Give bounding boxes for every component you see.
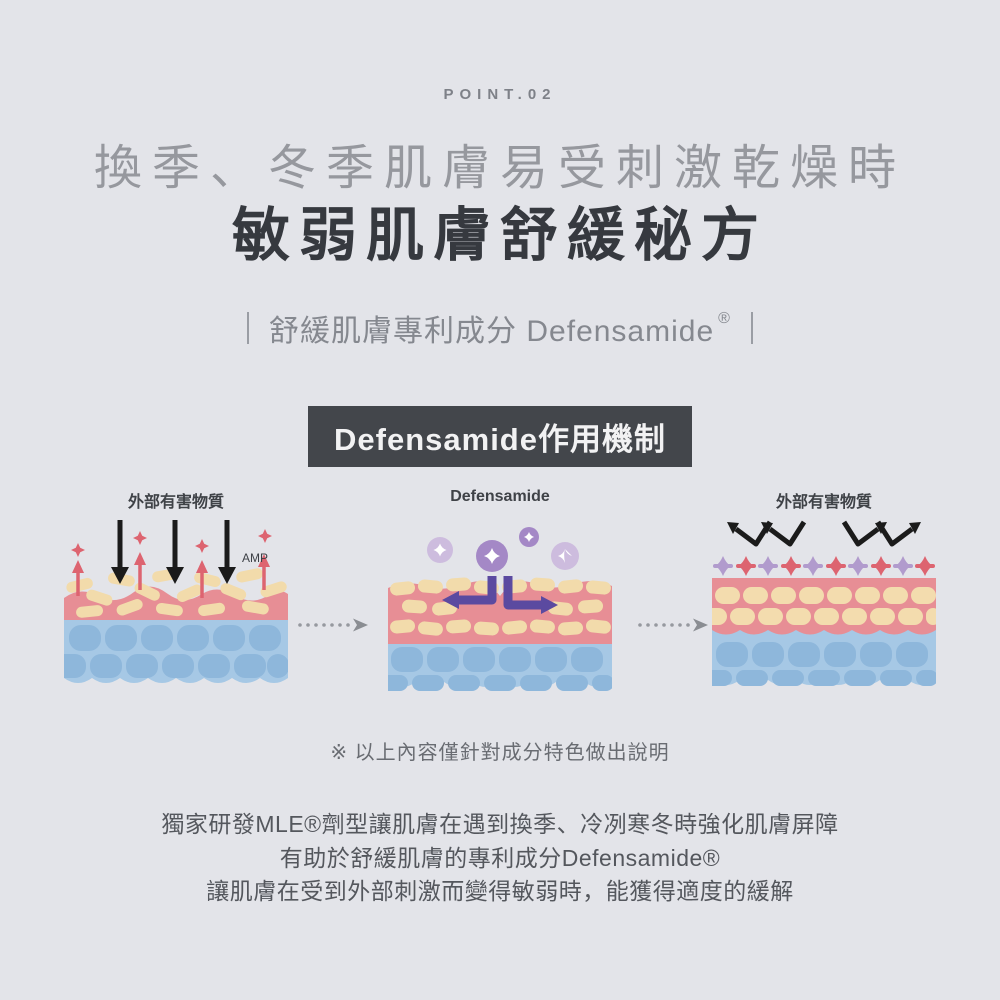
damaged-barrier-layer	[64, 568, 288, 620]
registered-mark: ®	[718, 310, 731, 327]
harmful-down-arrowheads	[111, 567, 236, 584]
panel-defensamide: Defensamide	[388, 488, 612, 700]
amp-particles	[71, 529, 272, 557]
dermis-layer	[64, 618, 288, 683]
spread-arrows	[458, 576, 542, 610]
spread-arrowheads	[442, 591, 558, 614]
description-line3: 讓肌膚在受到外部刺激而變得敏弱時，能獲得適度的緩解	[206, 878, 794, 904]
amp-escape-arrowheads	[72, 552, 270, 573]
scattered-lipids	[66, 568, 287, 618]
subtitle-main: 舒緩肌膚專利成分 Defensamide	[269, 315, 715, 348]
panel-defensamide-label: Defensamide	[450, 488, 550, 505]
subtitle-text: 舒緩肌膚專利成分 Defensamide®	[269, 306, 731, 350]
deflected-arrows	[734, 520, 914, 547]
description-paragraph: 獨家研發MLE®劑型讓肌膚在遇到換季、冷冽寒冬時強化肌膚屏障 有助於舒緩肌膚的專…	[0, 808, 1000, 909]
disclaimer-note: ※ 以上內容僅針對成分特色做出說明	[330, 742, 670, 764]
description-line2: 有助於舒緩肌膚的專利成分Defensamide®	[279, 844, 721, 871]
flow-arrow-icon	[298, 618, 368, 632]
panel-damaged-skin: 外部有害物質	[64, 488, 288, 700]
eyebrow-label: POINT.02	[443, 86, 557, 103]
dermis-layer	[712, 628, 936, 686]
amp-shield-row	[713, 556, 935, 576]
skin-diagram-protected	[712, 520, 936, 686]
subtitle-divider-right	[750, 312, 753, 344]
amp-escape-arrows	[76, 563, 266, 598]
ordered-lipids	[712, 587, 936, 625]
section-title-wrap: Defensamide作用機制	[0, 406, 1000, 467]
section-title: Defensamide作用機制	[308, 406, 692, 467]
heading-line1: 換季、冬季肌膚易受刺激乾燥時	[93, 142, 906, 195]
deflected-arrowheads	[727, 522, 921, 534]
description-line1: 獨家研發MLE®劑型讓肌膚在遇到換季、冷冽寒冬時強化肌膚屏障	[161, 811, 839, 837]
defensamide-particles	[427, 527, 579, 572]
subtitle-divider-left	[247, 312, 250, 344]
strong-barrier-layer	[712, 578, 936, 635]
subtitle-row: 舒緩肌膚專利成分 Defensamide®	[0, 306, 1000, 350]
heading-line2: 敏弱肌膚舒緩秘方	[231, 203, 768, 268]
flow-arrow-icon	[638, 618, 708, 632]
panel-protected-label: 外部有害物質	[775, 494, 872, 511]
harmful-down-arrows	[117, 520, 230, 569]
panel-damaged-label: 外部有害物質	[127, 494, 224, 511]
panel-protected-skin: 外部有害物質	[712, 488, 936, 700]
restored-barrier-layer	[388, 577, 612, 644]
amp-annotation: AMP	[242, 551, 268, 565]
skin-diagram-damaged: AMP	[64, 520, 288, 683]
dermis-layer	[388, 637, 612, 691]
ordered-lipids	[390, 577, 611, 636]
skin-diagram-defensamide	[388, 527, 612, 691]
